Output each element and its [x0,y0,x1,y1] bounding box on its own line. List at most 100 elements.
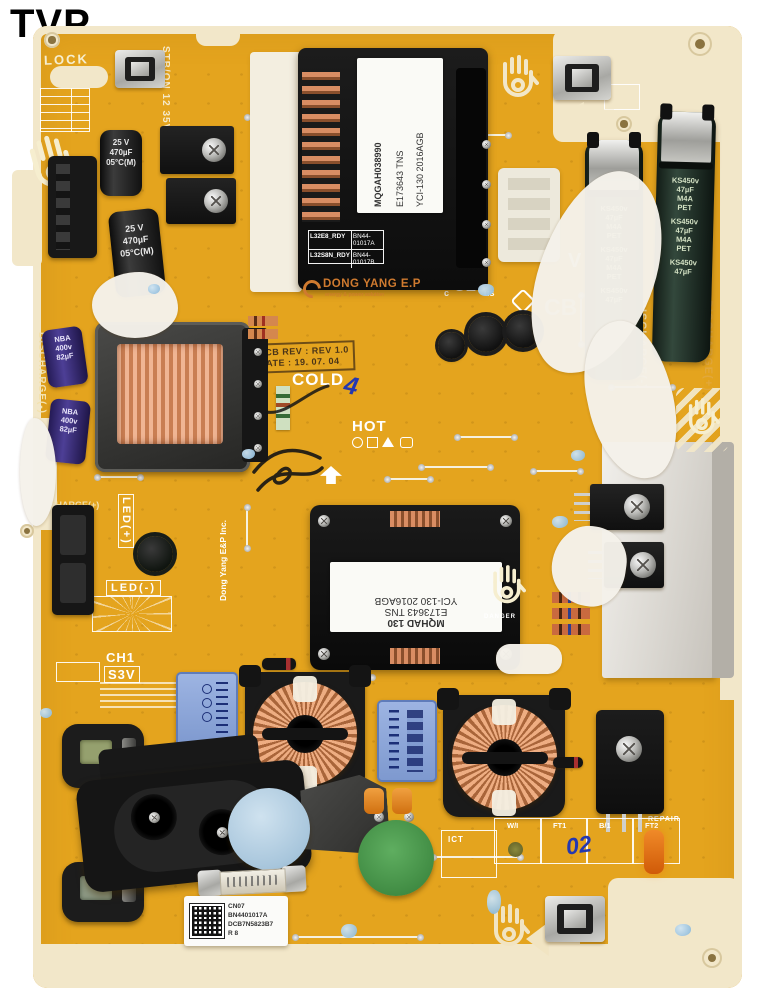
test-box-label: FT2 [645,821,659,830]
blue-glue-dot [341,924,357,938]
qr-code [189,903,225,939]
jumper-wire [418,463,494,471]
toroid-core-bar [262,728,348,740]
cert-icon [382,437,394,447]
transformer-bobbin [456,68,486,268]
transformer-pin [318,648,330,660]
silk-ch1-label: CH1 [106,650,136,665]
main-transformer-label: MQGAH038990 E173643 TNS YCI-130 2016AGB [357,58,443,213]
silk-led-minus-label: LED(-) [106,580,161,596]
silk-starburst-box [92,596,172,632]
blue-glue-dot [571,450,585,461]
label-line: BN4401017A [228,912,268,919]
screw [204,189,228,213]
transformer-pin [482,258,491,267]
toroid-core-bar [462,752,548,764]
cert-icon [367,437,378,448]
screw-hole [702,948,722,968]
filmcap-text-lines [389,710,399,770]
handwritten-blue-number: 02 [564,830,594,860]
test-box-label: ICT [448,835,464,844]
jumper-wire [243,504,251,552]
orange-standoff [392,788,412,814]
brand-logo-icon [299,276,325,302]
cap-text: PET [676,243,692,254]
hand-symbol [486,898,530,956]
transformer-winding [302,72,340,222]
varistor-green [358,820,434,896]
cap-print: KS450v 47µF M4A PET KS450v 47µF M4A PET … [654,175,715,277]
silk-pinout-table [40,88,90,132]
diode [262,658,296,670]
board-notch-top [196,26,240,46]
cap-collar [658,161,713,170]
screw [630,552,656,578]
heatsink-fold [712,442,734,678]
glass-fuse [197,863,307,899]
toroid-tape-wrap [293,676,317,702]
cert-icon [352,437,363,448]
filmcap-text-lines [216,682,228,736]
brand-name: DONG YANG E.P [323,278,421,290]
transformer-pin [318,515,330,527]
film-capacitor-x2 [377,700,437,782]
model-cell: L32E8_RDY [309,231,352,250]
filmcap-print [407,710,423,772]
blue-glue-dot [552,516,568,528]
orange-clip [644,830,664,874]
lock-slot [50,66,108,88]
connector-left-mid [52,505,94,615]
blue-glue-dot [242,449,255,459]
label-line: MQHAD 130 [387,617,445,628]
capacitor-black [137,536,173,572]
blue-glue-dot [148,284,160,294]
cap-text: PET [677,202,693,213]
board-tab-left [12,170,42,266]
clamp-slot [557,904,593,934]
screw [624,494,650,520]
cap-text: 25 V [112,138,130,147]
metal-clamp-bracket [553,56,611,100]
jumper-wire [292,933,424,941]
test-box-ict: ICT [441,830,497,878]
screw-hole [20,524,34,538]
sub-transformer-label: MQHAD 130 E173643 TNS YCI-130 2016AGB [330,562,502,632]
blue-glue-dot [675,924,691,936]
varistor-lead [404,812,414,822]
label-line: E173643 TNS [384,606,448,617]
label-line: R 8 [228,930,239,937]
screw [616,736,642,762]
glue-blob [92,272,178,338]
metal-clamp-bracket [545,896,605,942]
capacitor-black [438,332,465,359]
board-edge-bottom-right [608,878,740,982]
transformer-pin [500,515,512,527]
cap-text: 470µF [109,148,133,157]
label-line: DCB7N5823B7 [228,921,274,928]
clamp-slot [125,57,155,81]
cap-text: 05°C(M) [106,158,136,167]
transformer-pin [482,180,491,189]
danger-hand-symbol [486,560,526,612]
filmcap-cert-dot [202,698,212,708]
transformer-winding [390,511,440,527]
filmcap-cert-dot [202,712,212,722]
transformer-pin [254,412,262,420]
connector-slot [60,515,86,555]
cert-icon [400,437,413,448]
jumper-wire [530,467,584,475]
connector-pins [56,164,70,250]
glue-blob [496,644,562,674]
test-box-label: FT1 [553,821,567,830]
fuse-glass-body [219,868,287,896]
model-cell: L32S8N_RDY [309,250,352,268]
label-line: YCI-130 2016AGB [415,132,425,207]
test-box: B/1 [586,818,634,864]
silk-s3v-label: S3V [104,666,140,683]
diode [553,757,583,768]
pcb-date-line: DATE : 19. 07. 04 [259,355,340,369]
screw-hole [688,32,712,56]
silk-danger-label: DANGER [484,614,517,620]
blue-glue-dot [478,284,494,296]
